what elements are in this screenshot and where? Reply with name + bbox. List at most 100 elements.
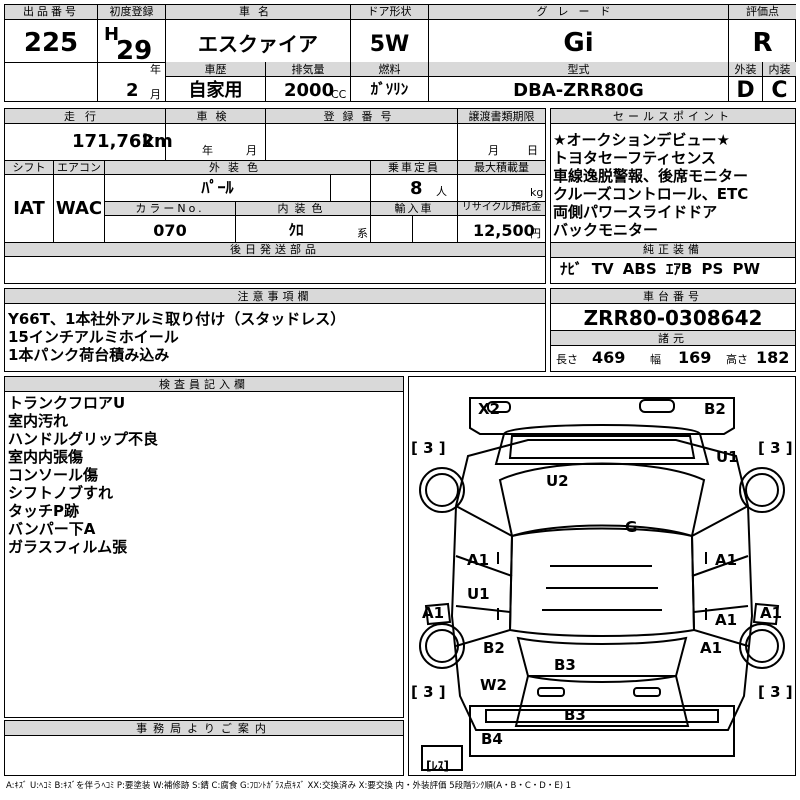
sales-point: ★オークションデビュー★ — [553, 131, 730, 149]
fuel-label: 燃料 — [378, 63, 401, 76]
ext-color: ﾊﾟｰﾙ — [201, 178, 234, 197]
equipment-label: 純正装備 — [643, 243, 703, 256]
tire-depth-rl: [ 3 ] — [411, 683, 446, 701]
rating: R — [752, 28, 773, 58]
int-color: ｸﾛ — [288, 221, 304, 239]
inspection-month-unit: 月 — [246, 144, 257, 157]
ac: WAC — [55, 198, 103, 219]
damage-a1-right-door: A1 — [715, 611, 738, 629]
ext-color-label: 外装色 — [209, 161, 266, 174]
vehicle-info-section — [4, 108, 546, 284]
notes-section — [4, 288, 546, 372]
transfer-day: 日 — [527, 144, 538, 157]
usage: 自家用 — [188, 80, 243, 101]
damage-b3-tailgate: B3 — [554, 656, 576, 674]
capacity-label: 乗車定員 — [388, 161, 440, 174]
sales-point: 車線逸脱警報、後席モニター — [553, 167, 749, 185]
load-unit: kg — [530, 186, 544, 199]
header-label-row-2 — [165, 62, 796, 77]
inspector-line: ガラスフィルム張 — [8, 538, 128, 556]
transfer-month: 月 — [488, 144, 499, 157]
door-label: ドア形状 — [367, 5, 412, 18]
damage-a1-right-outer: A1 — [760, 604, 783, 622]
inspector-section — [4, 376, 404, 718]
displacement-unit: CC — [331, 88, 347, 101]
lot-label: 出品番号 — [23, 5, 79, 18]
inspector-label: 検査員記入欄 — [159, 378, 249, 391]
capacity-unit: 人 — [436, 185, 447, 198]
width: 169 — [678, 348, 712, 367]
sales-point: 両側パワースライドドア — [553, 203, 718, 221]
lot-number: 225 — [23, 28, 79, 58]
fuel: ｶﾞｿﾘﾝ — [370, 80, 409, 98]
load-label: 最大積載量 — [474, 161, 529, 174]
interior-grade: C — [771, 78, 788, 103]
exterior-grade: D — [736, 78, 755, 103]
reg-month: 2 — [126, 80, 139, 101]
recycle-label: リサイクル預託金 — [461, 202, 542, 213]
notes-list: Y66T、1本社外アルミ取り付け（スタッドレス） 15インチアルミホイール 1本… — [8, 310, 345, 364]
inspector-line: コンソール傷 — [8, 466, 99, 484]
displacement-label: 排気量 — [291, 63, 325, 76]
dims-label: 諸元 — [658, 332, 688, 345]
history-label: 車歴 — [204, 63, 227, 76]
car-diagram — [419, 397, 785, 771]
mileage: 171,762 — [72, 131, 154, 152]
inspector-line: シフトノブすれ — [8, 484, 114, 502]
sales-points-label: セールスポイント — [613, 110, 733, 123]
reg-month-unit: 月 — [150, 88, 161, 101]
sales-points-list: ★オークションデビュー★ トヨタセーフティセンス 車線逸脱警報、後席モニター ク… — [553, 131, 748, 239]
grade: Gi — [563, 28, 594, 58]
note-line: 1本パンク荷台積み込み — [8, 346, 170, 364]
car-name: エスクァイア — [198, 32, 318, 56]
sales-point: バックモニター — [553, 221, 659, 239]
damage-u2: U2 — [546, 472, 569, 490]
car-name-label: 車名 — [239, 5, 277, 18]
import-label: 輸入車 — [394, 202, 434, 215]
later-parts-label: 後日発送部品 — [230, 243, 320, 256]
tire-depth-fl: [ 3 ] — [411, 439, 446, 457]
note-line: 15インチアルミホイール — [8, 328, 179, 346]
int-color-label: 内装色 — [277, 202, 329, 215]
damage-diagram — [408, 376, 796, 776]
inspector-notes: トランクフロアU 室内汚れ ハンドルグリップ不良 室内内張傷 コンソール傷 シフ… — [8, 394, 158, 556]
inspector-line: タッチP跡 — [8, 502, 79, 520]
interior-label: 内装 — [768, 63, 791, 76]
inspector-line: トランクフロアU — [8, 394, 126, 412]
equipment: ﾅﾋﾞ TV ABS ｴｱB PS PW — [560, 260, 761, 278]
height: 182 — [756, 348, 790, 367]
door-type: 5W — [369, 32, 410, 57]
era: H — [104, 24, 120, 45]
note-line: Y66T、1本社外アルミ取り付け（スタッドレス） — [8, 310, 346, 328]
sales-points-section — [550, 108, 796, 284]
damage-u1-left: U1 — [467, 585, 490, 603]
recycle-fee: 12,500 — [473, 221, 535, 240]
inspector-line: バンパー下A — [8, 520, 96, 538]
ac-label: エアコン — [57, 161, 101, 174]
displacement: 2000 — [284, 80, 335, 101]
damage-x2: X2 — [478, 400, 501, 418]
notes-label: 注意事項欄 — [237, 290, 313, 303]
model-label: 型式 — [567, 63, 590, 76]
length: 469 — [592, 348, 626, 367]
sales-point: トヨタセーフティセンス — [553, 149, 716, 167]
reg-year-unit: 年 — [150, 63, 161, 76]
mileage-label: 走行 — [64, 110, 106, 123]
header-label-row — [5, 5, 796, 20]
height-label: 高さ — [726, 353, 748, 366]
inspector-line: 室内内張傷 — [8, 448, 84, 466]
tire-depth-rr: [ 3 ] — [758, 683, 793, 701]
inspector-line: 室内汚れ — [8, 412, 69, 430]
exterior-label: 外装 — [734, 63, 757, 76]
int-color-unit: 系 — [357, 227, 368, 240]
mileage-unit: km — [142, 131, 173, 152]
inspection-year-unit: 年 — [202, 144, 213, 157]
chassis-label: 車台番号 — [643, 290, 703, 303]
damage-a1-left-rear: A1 — [422, 604, 445, 622]
inspector-line: ハンドルグリップ不良 — [8, 430, 159, 448]
length-label: 長さ — [556, 353, 578, 366]
rating-label: 評価点 — [746, 5, 779, 18]
spare-tire: [ﾚｽ] — [426, 759, 449, 773]
chassis-number: ZRR80-0308642 — [583, 306, 763, 330]
color-no: 070 — [153, 221, 187, 240]
